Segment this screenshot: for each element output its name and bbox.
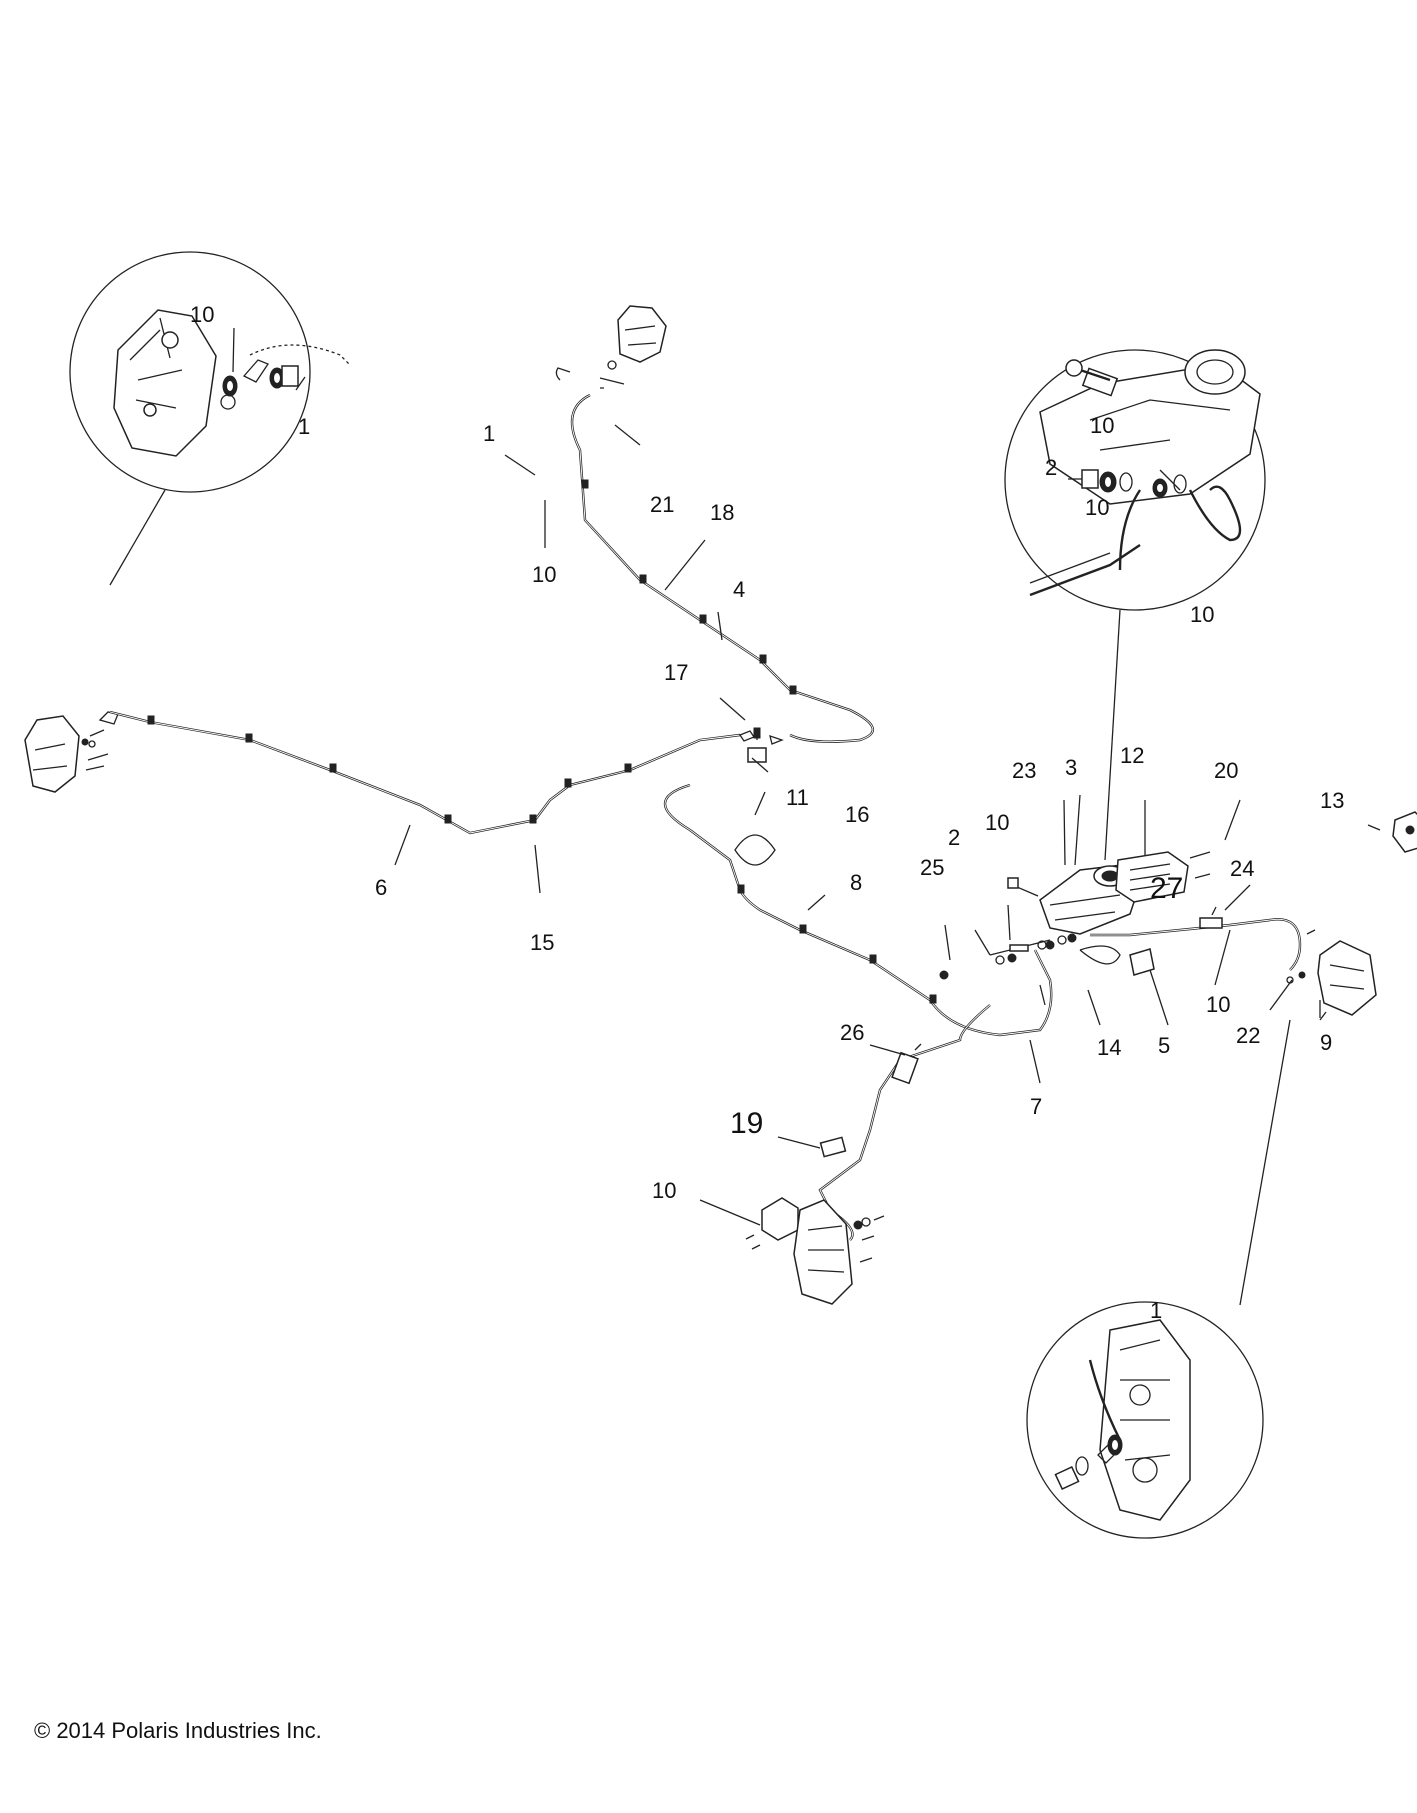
brake-line-6 (109, 710, 755, 835)
callout-label: 8 (850, 870, 862, 895)
callout-label: 2 (1045, 455, 1057, 480)
callout-label: 17 (664, 660, 688, 685)
callout-label: 19 (730, 1107, 763, 1140)
callout-label: 23 (1012, 758, 1036, 783)
detail-circle-master-cylinder (1004, 349, 1266, 611)
fittings-cluster (939, 933, 1121, 980)
callout-label: 10 (1190, 602, 1214, 627)
callout-label: 2 (948, 825, 960, 850)
front-left-caliper (24, 711, 119, 793)
clip-14 (1129, 948, 1155, 976)
detail-circle-rear-right-caliper (1026, 1301, 1264, 1539)
callout-label: 5 (1158, 1033, 1170, 1058)
rear-left-caliper (745, 1197, 885, 1305)
callout-label: 10 (1090, 413, 1114, 438)
callout-label: 26 (840, 1020, 864, 1045)
callout-label: 15 (530, 930, 554, 955)
callout-label: 12 (1120, 743, 1144, 768)
callout-label: 20 (1214, 758, 1238, 783)
callout-label: 27 (1150, 872, 1183, 905)
brake-line-4 (555, 367, 874, 745)
callout-label: 7 (1030, 1094, 1042, 1119)
rear-right-caliper (1286, 811, 1417, 1021)
callout-label: 10 (190, 302, 214, 327)
callout-label: 11 (786, 785, 809, 810)
callout-label: 13 (1320, 788, 1344, 813)
brake-line-5 (1090, 906, 1302, 971)
callout-label: 4 (733, 577, 745, 602)
callout-label: 10 (985, 810, 1009, 835)
callout-label: 10 (532, 562, 556, 587)
callout-label: 10 (1206, 992, 1230, 1017)
callout-label: 1 (298, 414, 310, 439)
brake-line-9 (989, 939, 1051, 956)
callout-label: 22 (1236, 1023, 1260, 1048)
leader-lines (232, 327, 1381, 1226)
brake-line-7 (818, 1004, 991, 1241)
callout-label: 1 (1150, 1298, 1162, 1323)
front-right-caliper (599, 305, 667, 389)
callout-label: 9 (1320, 1030, 1332, 1055)
detail-circle-front-left-caliper (69, 251, 351, 493)
copyright-notice: © 2014 Polaris Industries Inc. (34, 1718, 322, 1743)
callout-label: 25 (920, 855, 944, 880)
callout-label: 3 (1065, 755, 1077, 780)
callout-label: 18 (710, 500, 734, 525)
mounting-bracket-12 (1115, 851, 1211, 903)
callout-label: 21 (650, 492, 674, 517)
callout-label: 1 (483, 421, 495, 446)
callout-labels: 10 1 1 10 21 18 4 17 11 6 15 16 8 25 2 1… (190, 302, 1344, 1323)
callout-label: 16 (845, 802, 869, 827)
callout-label: 10 (652, 1178, 676, 1203)
callout-label: 6 (375, 875, 387, 900)
callout-label: 24 (1230, 856, 1254, 881)
brake-line-8 (663, 783, 1053, 1037)
callout-label: 10 (1085, 495, 1109, 520)
callout-label: 14 (1097, 1035, 1121, 1060)
